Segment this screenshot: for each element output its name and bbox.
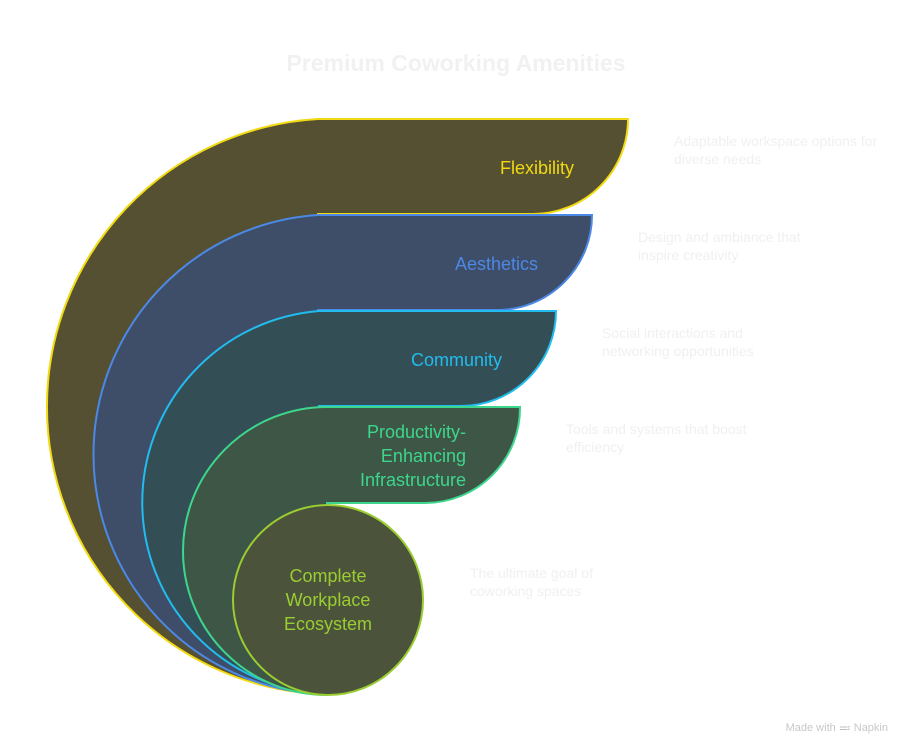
layer-label-flexibility: Flexibility — [499, 158, 574, 178]
label-line: Ecosystem — [283, 614, 373, 634]
napkin-brand-text: Napkin — [853, 722, 888, 734]
label-line: Productivity- — [366, 422, 466, 442]
footer-attribution[interactable]: Made with ≕ Napkin — [786, 721, 888, 735]
description-flexibility: Adaptable workspace options for diverse … — [674, 133, 878, 167]
label-line: Infrastructure — [359, 470, 466, 490]
description-complete-ecosystem: The ultimate goal of coworking spaces — [470, 565, 593, 599]
layer-label-aesthetics: Aesthetics — [454, 254, 538, 274]
napkin-logo-icon: ≕ — [838, 721, 851, 735]
made-with-text: Made with — [785, 722, 836, 734]
label-line: Workplace — [285, 590, 371, 610]
description-productivity: Tools and systems that boost efficiency — [566, 421, 747, 455]
diagram-title: Premium Coworking Amenities — [286, 50, 626, 76]
description-community: Social interactions and networking oppor… — [602, 325, 754, 359]
layer-label-complete-ecosystem: Complete Workplace Ecosystem — [248, 564, 408, 636]
layer-label-productivity: Productivity- Enhancing Infrastructure — [300, 420, 466, 492]
layer-label-community: Community — [410, 350, 502, 370]
label-line: Complete — [289, 566, 367, 586]
description-aesthetics: Design and ambiance that inspire creativ… — [638, 229, 801, 263]
layer-shape-complete-ecosystem — [232, 504, 424, 696]
label-line: Enhancing — [380, 446, 466, 466]
